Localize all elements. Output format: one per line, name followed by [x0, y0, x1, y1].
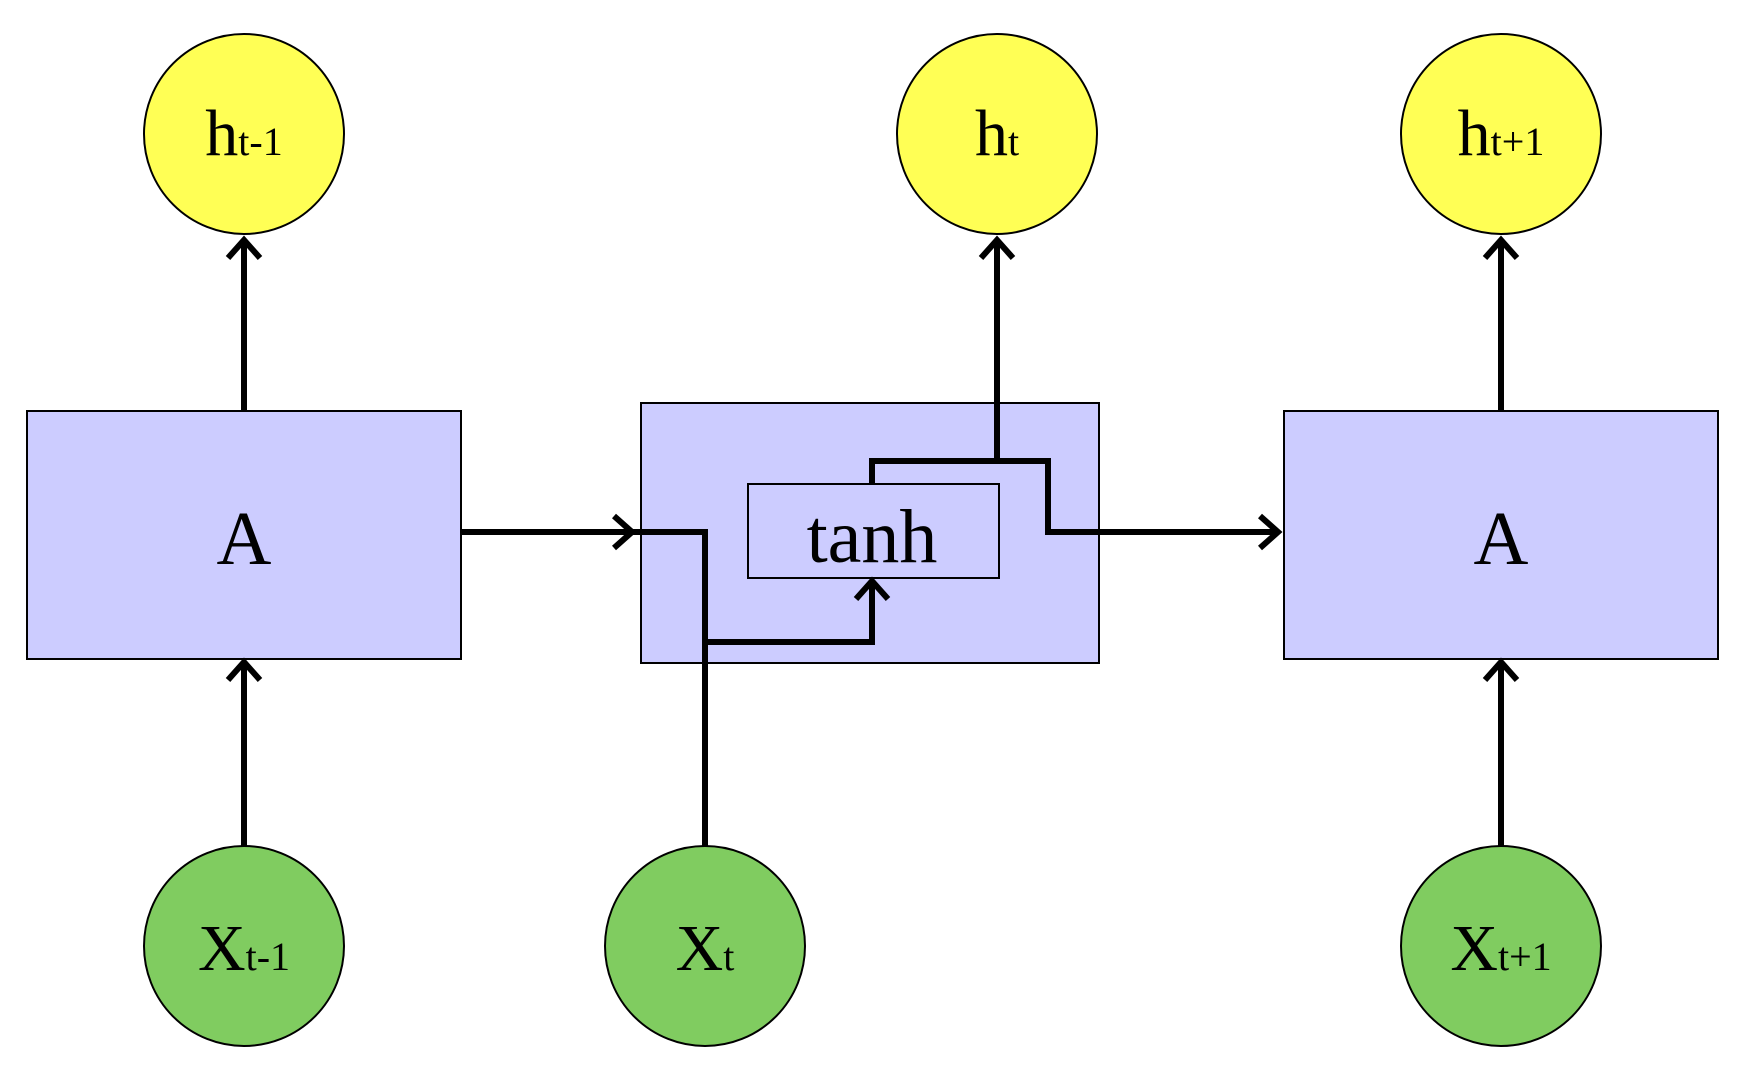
arrowhead-icon: [1482, 657, 1520, 682]
input-node-right: Xt+1: [1400, 845, 1602, 1047]
svg-text:Xt-1: Xt-1: [198, 912, 290, 985]
svg-text:ht-1: ht-1: [205, 97, 282, 170]
input-right-sub: t+1: [1498, 934, 1552, 979]
tanh-box: [747, 483, 1000, 579]
cell-left: [26, 410, 462, 660]
input-node-center: Xt: [604, 845, 806, 1047]
arrowhead-icon: [225, 235, 263, 260]
output-right-base: h: [1458, 97, 1491, 170]
arrowheads: [225, 235, 1520, 682]
output-left-sub: t-1: [238, 119, 282, 164]
edge-center-hidden-in: [632, 529, 708, 848]
output-center-sub: t: [1008, 119, 1019, 164]
input-left-base: X: [198, 912, 246, 985]
svg-text:Xt+1: Xt+1: [1450, 912, 1551, 985]
edge-center-input-to-tanh: [705, 581, 875, 645]
input-right-base: X: [1450, 912, 1498, 985]
arrowhead-icon: [612, 513, 637, 551]
arrowhead-icon: [978, 235, 1016, 260]
output-left-base: h: [205, 97, 238, 170]
output-right-sub: t+1: [1491, 119, 1545, 164]
connectors: [241, 240, 1504, 848]
output-node-left: ht-1: [143, 33, 345, 235]
input-center-base: X: [676, 912, 724, 985]
input-node-left: Xt-1: [143, 845, 345, 1047]
arrowhead-icon: [853, 576, 891, 601]
arrowhead-icon: [225, 657, 263, 682]
svg-text:ht: ht: [975, 97, 1019, 170]
edge-tanh-out: [869, 458, 1278, 535]
cell-left-label: A: [217, 497, 272, 581]
input-center-sub: t: [723, 934, 734, 979]
svg-text:ht+1: ht+1: [1458, 97, 1545, 170]
arrowhead-icon: [1258, 513, 1283, 551]
arrowhead-icon: [1482, 235, 1520, 260]
output-node-right: ht+1: [1400, 33, 1602, 235]
cell-right-label: A: [1474, 497, 1529, 581]
input-left-sub: t-1: [246, 934, 290, 979]
output-center-base: h: [975, 97, 1008, 170]
tanh-label: tanh: [807, 495, 938, 579]
output-node-center: ht: [896, 33, 1098, 235]
svg-text:Xt: Xt: [676, 912, 735, 985]
